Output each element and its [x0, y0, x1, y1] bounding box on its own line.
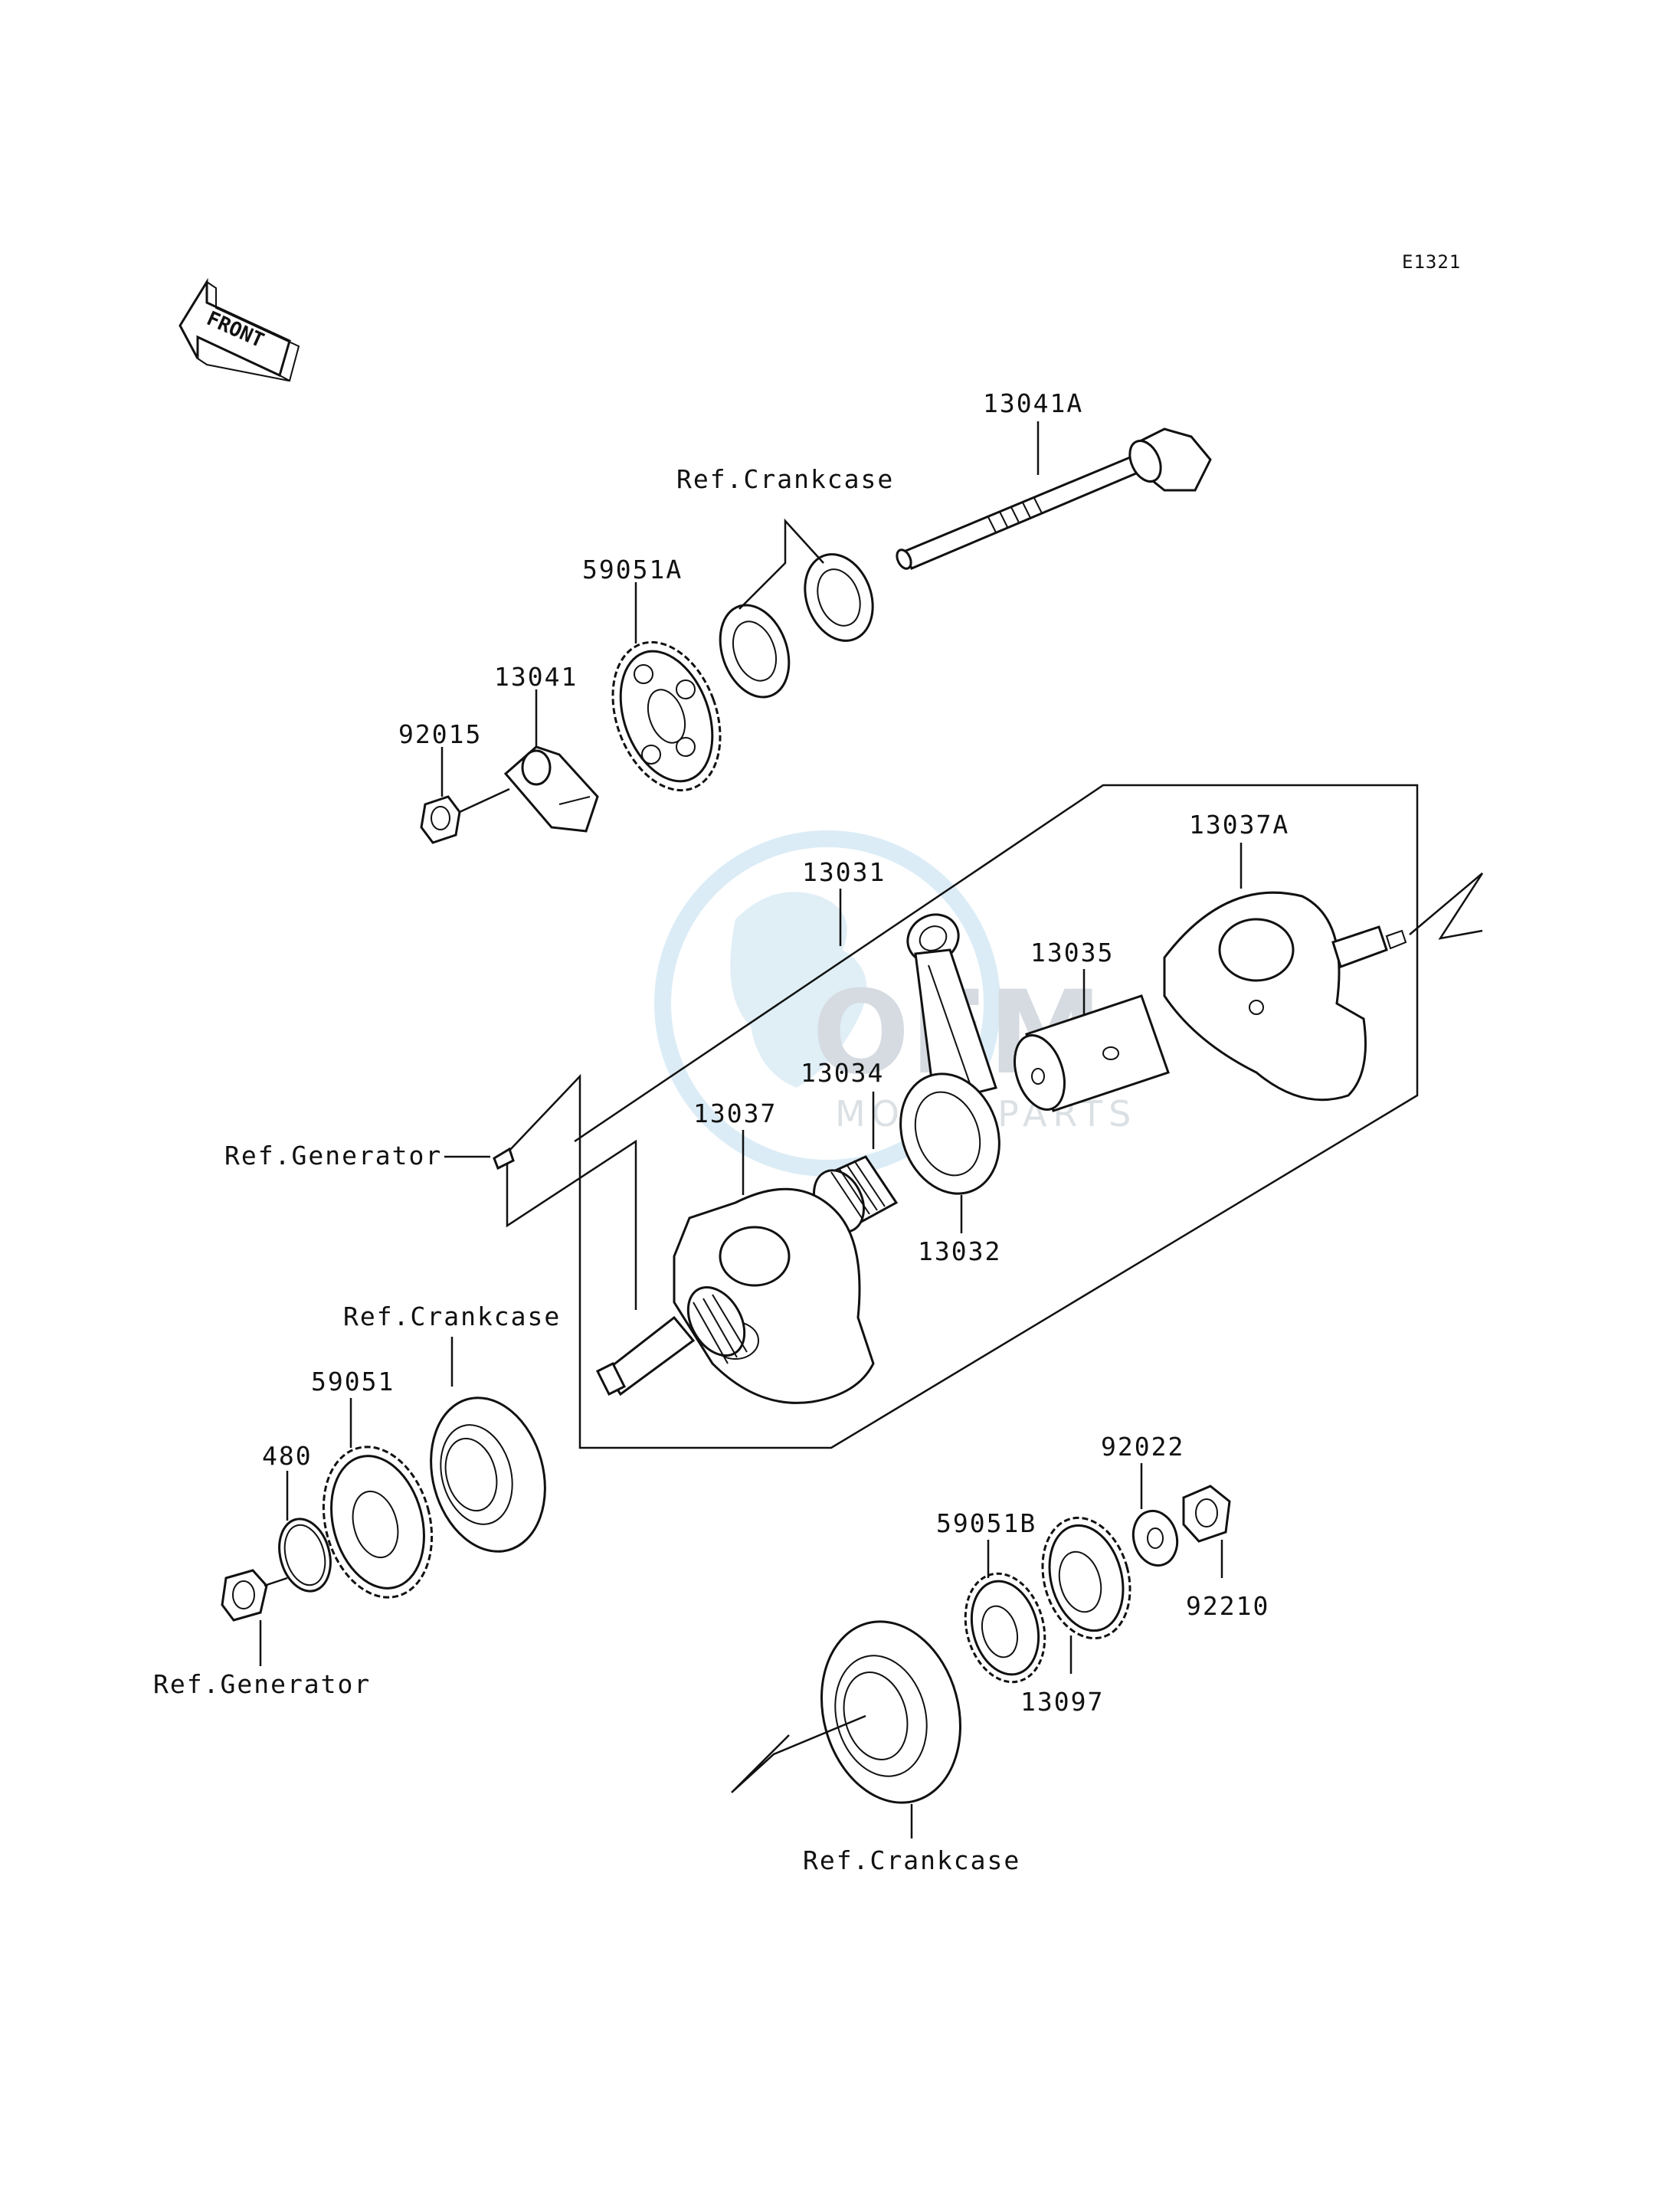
label-ref-generator-mid: Ref.Generator — [224, 1141, 442, 1171]
label-13031: 13031 — [802, 857, 886, 887]
gear-59051 — [322, 1446, 434, 1599]
balancer-shaft-13041A — [896, 427, 1212, 570]
label-480: 480 — [262, 1441, 313, 1471]
label-13041: 13041 — [494, 662, 578, 692]
label-13034: 13034 — [801, 1058, 884, 1088]
label-92022: 92022 — [1101, 1432, 1184, 1462]
bearing-ref-crankcase-top — [719, 553, 874, 699]
label-13037A: 13037A — [1189, 810, 1289, 840]
label-ref-crankcase-bottom: Ref.Crankcase — [803, 1845, 1020, 1875]
connecting-rod-13032 — [899, 913, 1000, 1195]
label-59051B: 59051B — [936, 1508, 1036, 1538]
label-13097: 13097 — [1020, 1687, 1104, 1717]
nut-92015 — [420, 795, 461, 844]
label-92015: 92015 — [398, 719, 482, 749]
crankshaft-assembly-outline — [506, 784, 1419, 1449]
label-ref-crankcase-top: Ref.Crankcase — [676, 464, 894, 494]
crank-pin-13035 — [1014, 994, 1170, 1112]
label-59051: 59051 — [311, 1367, 395, 1396]
label-59051A: 59051A — [582, 555, 683, 584]
crank-half-13037A — [1163, 873, 1484, 1102]
woodruff-key-ref-generator — [493, 1147, 515, 1171]
nut-92210 — [1182, 1485, 1231, 1543]
crank-half-13037 — [595, 1187, 875, 1404]
bearing-ref-crankcase-mid — [430, 1396, 546, 1553]
bearing-ref-crankcase-bottom — [731, 1620, 961, 1804]
label-ref-crankcase-mid: Ref.Crankcase — [343, 1302, 561, 1331]
front-arrow-icon: FRONT — [178, 277, 300, 382]
gear-13097 — [1041, 1516, 1131, 1640]
gear-59051B — [964, 1572, 1046, 1684]
balancer-weight-13041 — [503, 745, 599, 833]
label-92210: 92210 — [1186, 1591, 1269, 1621]
nut-ref-generator — [221, 1569, 268, 1622]
label-13041A: 13041A — [983, 388, 1083, 418]
washer-92022 — [1131, 1509, 1179, 1567]
label-13032: 13032 — [918, 1236, 1001, 1266]
circlip-480 — [278, 1518, 332, 1593]
label-13035: 13035 — [1030, 938, 1114, 968]
label-ref-generator-bottom: Ref.Generator — [153, 1669, 371, 1699]
label-13037: 13037 — [693, 1098, 777, 1128]
diagram-code: E1321 — [1402, 251, 1461, 273]
gear-59051A — [611, 640, 722, 792]
